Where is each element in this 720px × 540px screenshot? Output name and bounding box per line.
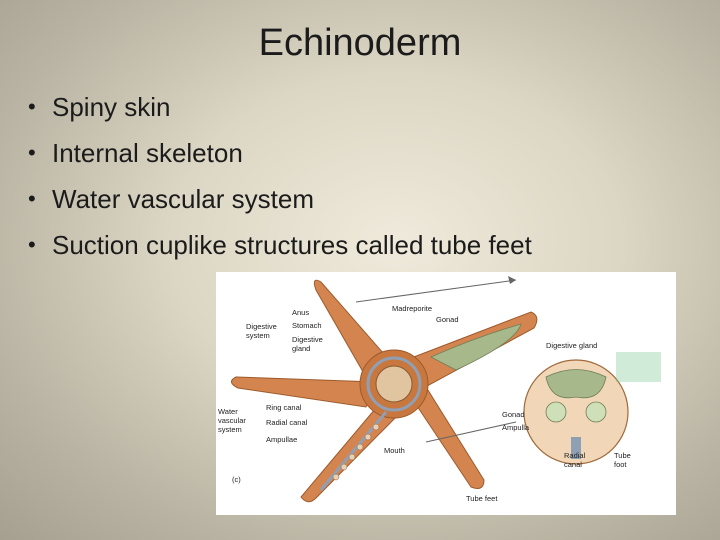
label-anus: Anus [292, 308, 309, 317]
svg-text:vascular: vascular [218, 416, 246, 425]
label-ring-canal: Ring canal [266, 403, 302, 412]
label-digestive-system: Digestive [246, 322, 277, 331]
bullet-item: •Water vascular system [28, 176, 532, 222]
starfish-anatomy-figure: Anus Stomach Digestive gland Digestive s… [216, 272, 676, 515]
svg-text:foot: foot [614, 460, 627, 469]
label-digestive-gland: Digestive [292, 335, 323, 344]
bullet-item: •Spiny skin [28, 84, 532, 130]
label-digestive-gland-right: Digestive gland [546, 341, 597, 350]
bullet-icon: • [28, 232, 36, 257]
label-panel-c: (c) [232, 475, 241, 484]
label-mouth: Mouth [384, 446, 405, 455]
label-radial-canal: Radial canal [266, 418, 308, 427]
starfish-arm [231, 376, 377, 408]
label-ampulla: Ampulla [502, 423, 530, 432]
svg-text:system: system [246, 331, 270, 340]
bullet-icon: • [28, 140, 36, 165]
bullet-icon: • [28, 186, 36, 211]
label-radial-canal-right: Radial [564, 451, 586, 460]
starfish-arm [313, 279, 392, 378]
bullet-item: •Internal skeleton [28, 130, 532, 176]
label-madreporite: Madreporite [392, 304, 432, 313]
label-tube-foot: Tube [614, 451, 631, 460]
svg-text:canal: canal [564, 460, 582, 469]
bullet-item: •Suction cuplike structures called tube … [28, 222, 532, 268]
label-tube-feet: Tube feet [466, 494, 498, 503]
label-gonad-top: Gonad [436, 315, 459, 324]
svg-text:gland: gland [292, 344, 310, 353]
label-water-vascular-system: Water [218, 407, 238, 416]
starfish-diagram: Anus Stomach Digestive gland Digestive s… [218, 276, 661, 503]
slide-title: Echinoderm [258, 22, 462, 64]
label-ampullae: Ampullae [266, 435, 297, 444]
bullet-icon: • [28, 94, 36, 119]
bullet-list: •Spiny skin •Internal skeleton •Water va… [28, 84, 532, 268]
svg-text:system: system [218, 425, 242, 434]
label-gonad-right: Gonad [502, 410, 525, 419]
label-stomach: Stomach [292, 321, 322, 330]
